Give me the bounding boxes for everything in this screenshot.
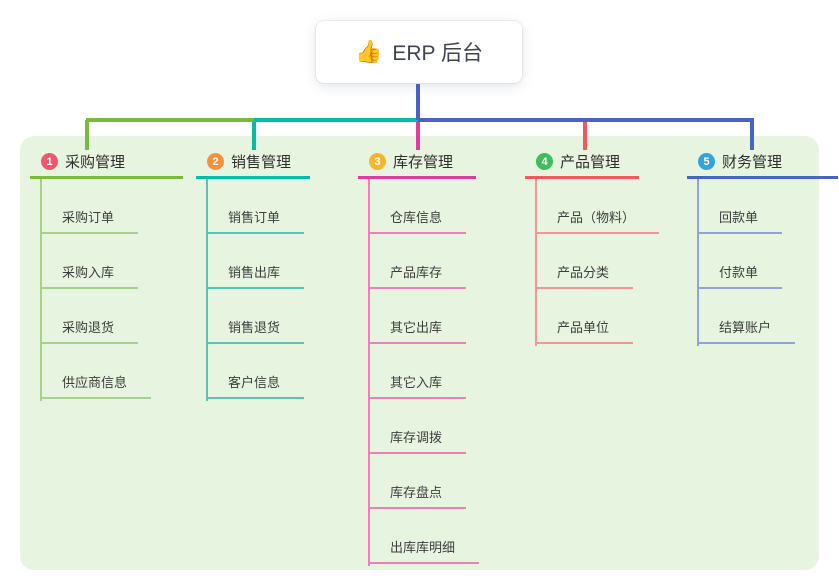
root-node[interactable]: 👍 ERP 后台 (316, 21, 522, 83)
child-node[interactable]: 库存调拨 (368, 399, 467, 454)
branch-trunk-line (206, 179, 208, 401)
branch-product: 4 产品管理 产品（物料） 产品分类 产品单位 (525, 150, 660, 346)
branch-underline (30, 176, 183, 179)
branch-underline (358, 176, 476, 179)
branch-finance: 5 财务管理 回款单 付款单 结算账户 (687, 150, 838, 346)
child-label: 其它出库 (390, 320, 443, 335)
branch-underline (525, 176, 639, 179)
branch-number-badge: 3 (369, 153, 386, 170)
child-label: 采购订单 (62, 210, 115, 225)
branch-children: 回款单 付款单 结算账户 (697, 179, 838, 344)
connector-drop-finance (750, 120, 754, 150)
child-label: 产品库存 (390, 265, 443, 280)
branch-label: 销售管理 (231, 154, 292, 171)
child-node[interactable]: 销售退货 (206, 289, 305, 344)
branch-inventory-node[interactable]: 3 库存管理 (358, 150, 479, 173)
branch-label: 采购管理 (65, 154, 126, 171)
child-node[interactable]: 供应商信息 (40, 344, 152, 399)
root-node-label: ERP 后台 (392, 42, 484, 65)
child-label: 仓库信息 (390, 210, 443, 225)
child-label: 出库库明细 (390, 540, 456, 555)
branch-product-node[interactable]: 4 产品管理 (525, 150, 659, 173)
spine-segment-middle (254, 118, 418, 122)
branch-trunk-line (368, 179, 370, 566)
branch-trunk-line (535, 179, 537, 346)
branch-children: 仓库信息 产品库存 其它出库 其它入库 库存调拨 库存盘点 出库库明细 (368, 179, 480, 564)
child-node[interactable]: 付款单 (697, 234, 783, 289)
child-node[interactable]: 库存盘点 (368, 454, 467, 509)
branch-number-badge: 1 (41, 153, 58, 170)
child-label: 采购退货 (62, 320, 115, 335)
thumbs-up-icon: 👍 (354, 39, 383, 64)
child-label: 采购入库 (62, 265, 115, 280)
connector-drop-sales (252, 120, 256, 150)
branch-sales: 2 销售管理 销售订单 销售出库 销售退货 客户信息 (196, 150, 310, 401)
child-label: 供应商信息 (62, 375, 128, 390)
branch-number-badge: 4 (536, 153, 553, 170)
child-node[interactable]: 产品库存 (368, 234, 467, 289)
child-node[interactable]: 其它出库 (368, 289, 467, 344)
branch-children: 销售订单 销售出库 销售退货 客户信息 (206, 179, 310, 399)
child-node[interactable]: 采购退货 (40, 289, 139, 344)
root-connector-line (416, 84, 420, 120)
child-label: 产品（物料） (557, 210, 636, 225)
branch-label: 产品管理 (560, 154, 621, 171)
child-node[interactable]: 回款单 (697, 179, 783, 234)
child-label: 库存调拨 (390, 430, 443, 445)
child-node[interactable]: 其它入库 (368, 344, 467, 399)
child-node[interactable]: 产品单位 (535, 289, 634, 344)
spine-segment-left (86, 118, 254, 122)
connector-drop-inventory (416, 120, 420, 150)
branch-number-badge: 2 (207, 153, 224, 170)
child-node[interactable]: 产品分类 (535, 234, 634, 289)
child-label: 销售退货 (228, 320, 281, 335)
branch-purchase: 1 采购管理 采购订单 采购入库 采购退货 供应商信息 (30, 150, 183, 401)
child-node[interactable]: 销售出库 (206, 234, 305, 289)
branch-sales-node[interactable]: 2 销售管理 (196, 150, 310, 173)
branch-underline (196, 176, 310, 179)
branches-background-panel (20, 136, 819, 570)
child-label: 付款单 (719, 265, 759, 280)
child-label: 销售订单 (228, 210, 281, 225)
branch-children: 产品（物料） 产品分类 产品单位 (535, 179, 660, 344)
child-node[interactable]: 出库库明细 (368, 509, 480, 564)
child-node[interactable]: 客户信息 (206, 344, 305, 399)
branch-trunk-line (40, 179, 42, 401)
branch-underline (687, 176, 838, 179)
connector-drop-product (583, 120, 587, 150)
child-label: 回款单 (719, 210, 759, 225)
child-label: 产品单位 (557, 320, 610, 335)
branch-number-badge: 5 (698, 153, 715, 170)
branch-children: 采购订单 采购入库 采购退货 供应商信息 (40, 179, 183, 399)
branch-inventory: 3 库存管理 仓库信息 产品库存 其它出库 其它入库 库存调拨 库存盘点 出库库… (358, 150, 480, 566)
branch-finance-node[interactable]: 5 财务管理 (687, 150, 838, 173)
child-label: 客户信息 (228, 375, 281, 390)
child-label: 结算账户 (719, 320, 772, 335)
child-node[interactable]: 采购入库 (40, 234, 139, 289)
child-node[interactable]: 销售订单 (206, 179, 305, 234)
child-node[interactable]: 采购订单 (40, 179, 139, 234)
child-label: 库存盘点 (390, 485, 443, 500)
branch-label: 财务管理 (722, 154, 783, 171)
child-label: 销售出库 (228, 265, 281, 280)
child-node[interactable]: 产品（物料） (535, 179, 660, 234)
branch-label: 库存管理 (393, 154, 454, 171)
branch-purchase-node[interactable]: 1 采购管理 (30, 150, 183, 173)
child-label: 产品分类 (557, 265, 610, 280)
connector-drop-purchase (85, 120, 89, 150)
child-node[interactable]: 仓库信息 (368, 179, 467, 234)
branch-trunk-line (697, 179, 699, 346)
child-label: 其它入库 (390, 375, 443, 390)
child-node[interactable]: 结算账户 (697, 289, 796, 344)
spine-segment-right (418, 118, 754, 122)
